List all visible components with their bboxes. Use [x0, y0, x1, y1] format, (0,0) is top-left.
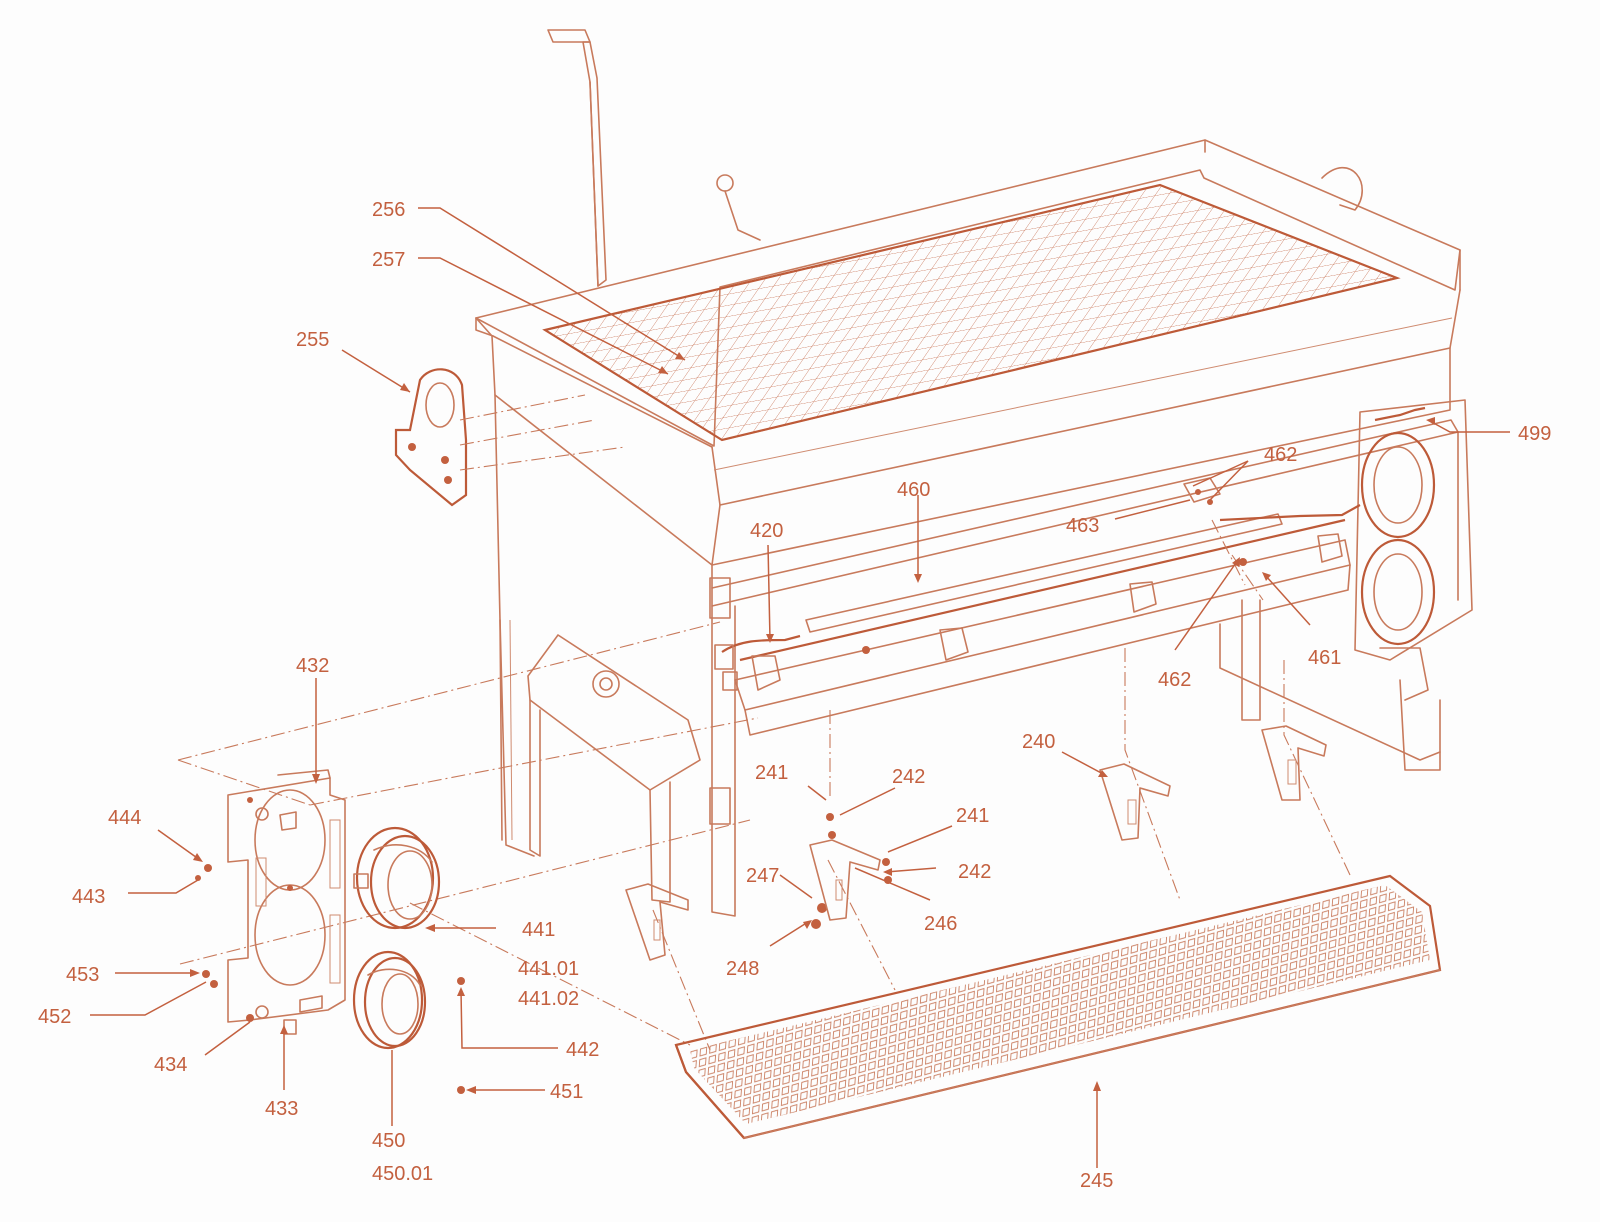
lamp-450	[352, 950, 427, 1050]
projection-lines	[177, 394, 1351, 1051]
label-242-top: 242	[892, 766, 925, 788]
step-245	[674, 874, 1442, 1140]
label-257: 257	[372, 249, 405, 271]
label-256: 256	[372, 199, 405, 221]
label-246: 246	[924, 913, 957, 935]
label-242-low: 242	[958, 861, 991, 883]
label-499: 499	[1518, 423, 1551, 445]
label-240: 240	[1022, 731, 1055, 753]
label-245: 245	[1080, 1170, 1113, 1192]
label-241-top: 241	[755, 762, 788, 784]
label-432: 432	[296, 655, 329, 677]
label-241-low: 241	[956, 805, 989, 827]
label-450: 450	[372, 1130, 405, 1152]
label-420: 420	[750, 520, 783, 542]
label-462-low: 462	[1158, 669, 1191, 691]
label-441: 441	[522, 919, 555, 941]
label-463: 463	[1066, 515, 1099, 537]
label-434: 434	[154, 1054, 187, 1076]
label-460: 460	[897, 479, 930, 501]
label-247: 247	[746, 865, 779, 887]
label-248: 248	[726, 958, 759, 980]
leader-lines	[90, 207, 1510, 1168]
label-453: 453	[66, 964, 99, 986]
label-443: 443	[72, 886, 105, 908]
label-441-02: 441.02	[518, 988, 579, 1010]
light-bracket-432	[227, 769, 346, 1035]
label-433: 433	[265, 1098, 298, 1120]
label-441-01: 441.01	[518, 958, 579, 980]
label-462-top: 462	[1264, 444, 1297, 466]
label-442: 442	[566, 1039, 599, 1061]
lamp-441	[353, 826, 441, 930]
hopper-body	[475, 29, 1473, 917]
step-brackets	[625, 725, 1327, 961]
label-450-01: 450.01	[372, 1163, 433, 1185]
callout-labels: 256 257 255 499 462 460 463 420 461 462 …	[38, 199, 1551, 1192]
label-461: 461	[1308, 647, 1341, 669]
fasteners	[195, 558, 1247, 1094]
label-452: 452	[38, 1006, 71, 1028]
label-444: 444	[108, 807, 141, 829]
lift-eye-255	[394, 368, 468, 507]
label-255: 255	[296, 329, 329, 351]
label-451: 451	[550, 1081, 583, 1103]
